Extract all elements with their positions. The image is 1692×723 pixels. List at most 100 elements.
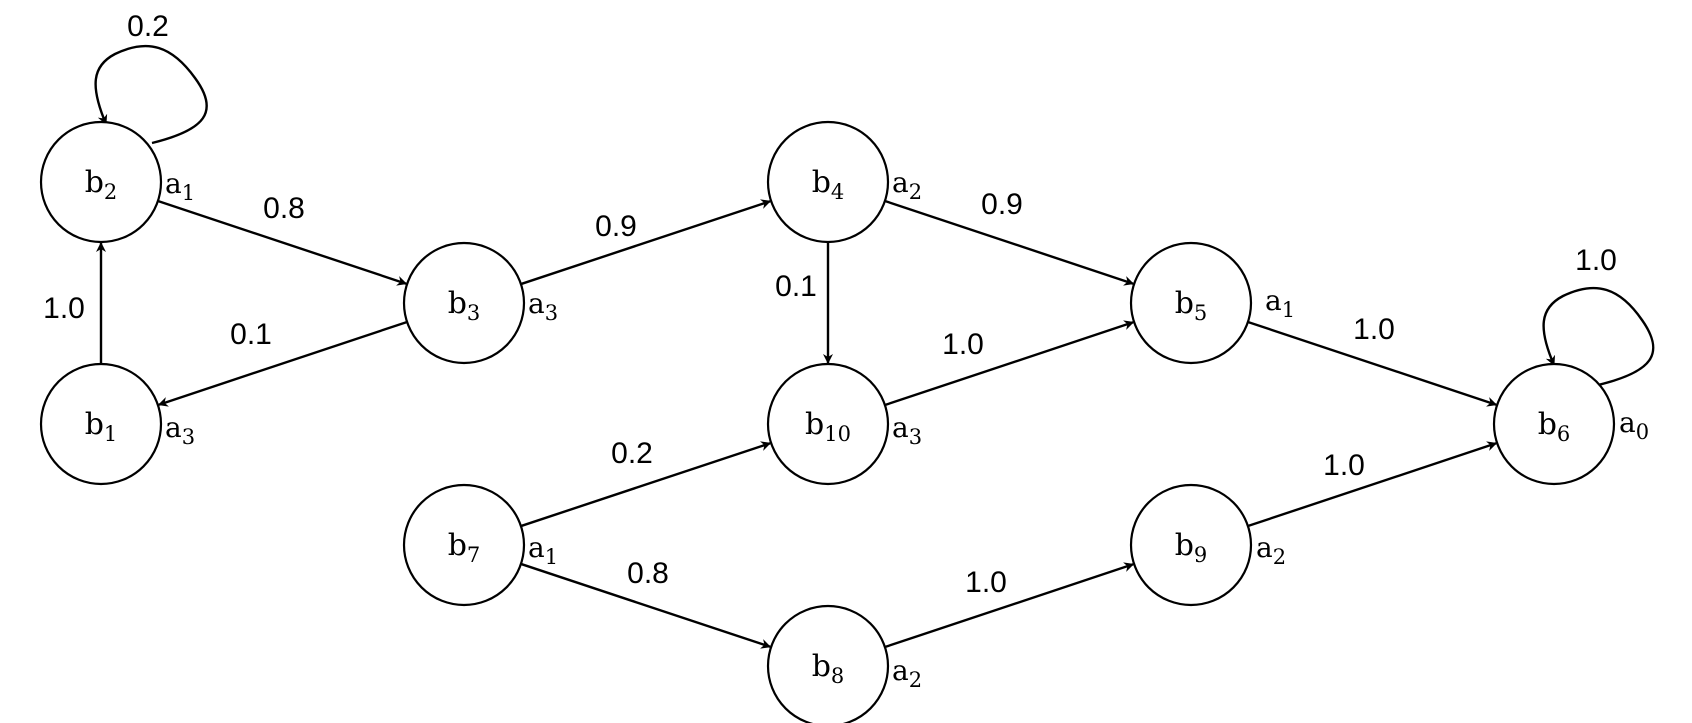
edge-b5-to-b6 [1247,320,1498,407]
edge-probability-b8-to-b9: 1.0 [965,566,1007,599]
edge-probability-b10-to-b5: 1.0 [942,328,984,361]
action-label-subscript: 2 [909,180,922,204]
node-label-b2: b2 [85,165,118,204]
edge-b3-to-b1 [157,320,408,407]
edges-layer [94,44,1655,649]
edge-probability-b3-to-b1: 0.1 [230,318,272,351]
action-label-subscript: 3 [909,425,922,449]
edge-b9-to-b6 [1247,441,1498,528]
action-label-subscript: 1 [182,181,195,205]
action-label-b5: a1 [1265,284,1295,322]
action-label-subscript: 2 [909,668,922,692]
node-label-subscript: 5 [1194,301,1207,325]
action-label-base: a [528,287,545,320]
action-label-base: a [892,166,909,199]
node-circle-b3 [402,241,526,365]
node-circle-b5 [1129,241,1253,365]
action-label-subscript: 3 [182,425,195,449]
node-label-base: b [85,407,104,442]
action-label-b6: a0 [1619,406,1649,444]
node-circle-b7 [402,483,526,607]
edge-b8-to-b9 [884,562,1135,649]
edge-b7-to-b8 [520,562,772,649]
edge-b7-to-b10 [520,441,772,528]
action-label-base: a [892,411,909,444]
node-label-base: b [1175,528,1194,563]
edge-b4-to-b5 [884,199,1135,286]
action-label-base: a [1619,406,1636,439]
action-label-base: a [165,411,182,444]
edge-probability-b4-to-b5: 0.9 [981,188,1023,221]
node-label-subscript: 9 [1194,543,1207,567]
node-b2: b2 [39,120,163,244]
node-label-b6: b6 [1538,407,1571,446]
node-b1: b1 [39,362,163,486]
action-label-b2: a1 [165,167,195,205]
node-b6: b6 [1492,362,1616,486]
node-label-base: b [448,286,467,321]
action-label-base: a [528,531,545,564]
node-label-subscript: 3 [467,301,480,325]
node-label-base: b [448,528,467,563]
edge-b10-to-b5 [884,320,1135,407]
node-b10: b10 [766,362,890,486]
edge-probability-b2-to-b3: 0.8 [263,192,305,225]
node-label-base: b [812,649,831,684]
action-label-base: a [892,654,909,687]
node-label-subscript: 10 [824,422,851,446]
node-label-b7: b7 [448,528,481,567]
action-label-subscript: 1 [1282,298,1295,322]
node-label-subscript: 8 [831,664,844,688]
node-label-base: b [1175,286,1194,321]
node-label-base: b [805,407,824,442]
action-label-b10: a3 [892,411,922,449]
action-label-base: a [1265,284,1282,317]
node-circle-b4 [766,120,890,244]
edge-probability-b6-to-b6: 1.0 [1575,244,1617,277]
node-label-base: b [812,165,831,200]
node-circle-b8 [766,604,890,723]
self-loop-edge-b6 [1542,286,1655,387]
node-label-base: b [1538,407,1557,442]
edge-b2-to-b3 [157,199,408,286]
node-b3: b3 [402,241,526,365]
action-label-base: a [165,167,182,200]
node-b8: b8 [766,604,890,723]
node-b9: b9 [1129,483,1253,607]
action-label-b9: a2 [1256,531,1286,569]
node-circle-b2 [39,120,163,244]
edge-probability-b5-to-b6: 1.0 [1353,313,1395,346]
action-label-subscript: 3 [545,301,558,325]
node-label-subscript: 7 [467,543,480,567]
node-label-b1: b1 [85,407,118,446]
node-circle-b6 [1492,362,1616,486]
edge-probability-b4-to-b10: 0.1 [775,270,817,303]
action-label-b4: a2 [892,166,922,204]
edge-probability-b3-to-b4: 0.9 [595,210,637,243]
node-label-b8: b8 [812,649,845,688]
node-label-b3: b3 [448,286,481,325]
node-label-b9: b9 [1175,528,1208,567]
edge-probability-b2-to-b2: 0.2 [127,10,169,43]
action-label-base: a [1256,531,1273,564]
node-b4: b4 [766,120,890,244]
node-circle-b10 [766,362,890,486]
edge-probability-b7-to-b8: 0.8 [627,557,669,590]
edge-b3-to-b4 [520,199,772,286]
action-label-b7: a1 [528,531,558,569]
action-label-b8: a2 [892,654,922,692]
node-label-subscript: 1 [104,422,117,446]
action-label-subscript: 2 [1273,545,1286,569]
node-label-subscript: 2 [104,180,117,204]
node-label-subscript: 4 [831,180,844,204]
node-b5: b5 [1129,241,1253,365]
action-label-subscript: 0 [1636,420,1649,444]
node-circle-b9 [1129,483,1253,607]
node-b7: b7 [402,483,526,607]
node-label-b4: b4 [812,165,845,204]
action-label-subscript: 1 [545,545,558,569]
action-label-b1: a3 [165,411,195,449]
action-label-b3: a3 [528,287,558,325]
